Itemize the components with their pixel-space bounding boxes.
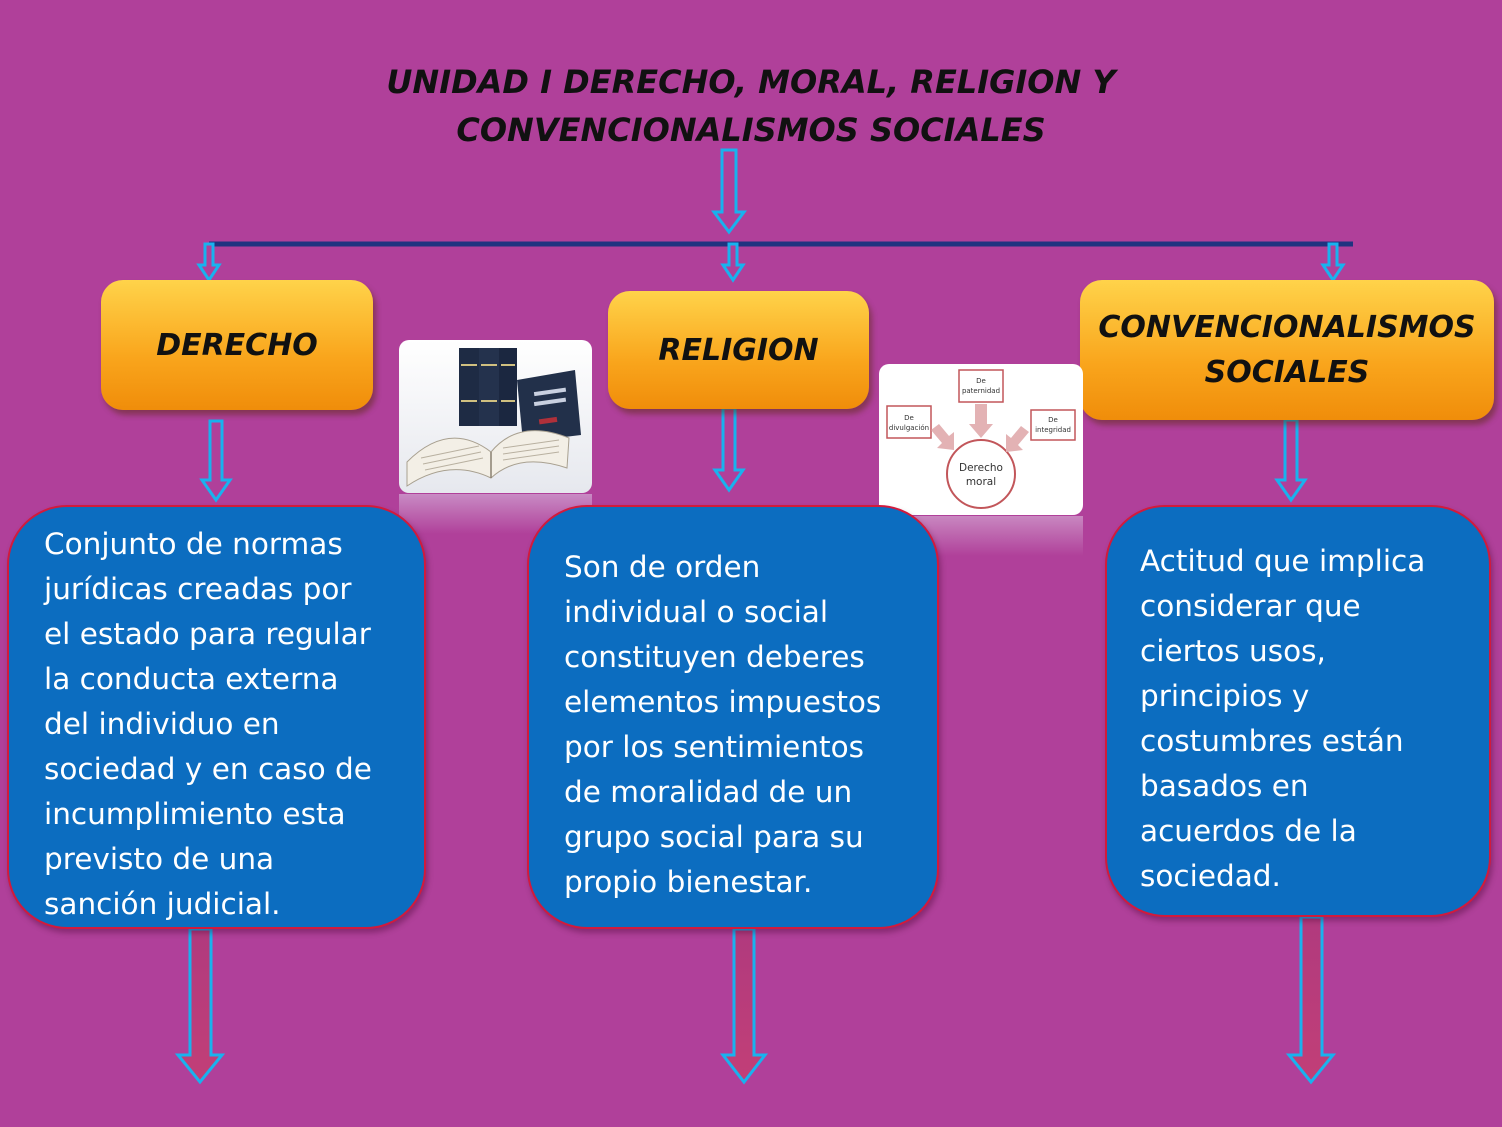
moral-center-line-1: Derecho — [959, 462, 1003, 474]
description-religion-line: de moralidad de un — [564, 775, 853, 809]
header-religion-label: RELIGION — [658, 332, 819, 368]
description-religion-line: propio bienestar. — [564, 865, 813, 899]
moral-top-line-1: De — [976, 377, 986, 385]
header-arrow-convencionalismos — [1274, 418, 1308, 503]
title-line-2: CONVENCIONALISMOS SOCIALES — [456, 111, 1046, 149]
description-religion-line: elementos impuestos — [564, 685, 882, 719]
description-religion-line: grupo social para su — [564, 820, 864, 854]
header-convencionalismos-line-2: SOCIALES — [1204, 355, 1370, 390]
header-arrow-religion — [712, 406, 746, 493]
description-convencionalismos-line: ciertos usos, — [1140, 634, 1326, 668]
bottom-arrow-religion — [719, 927, 769, 1085]
page-title: UNIDAD I DERECHO, MORAL, RELIGION Y CONV… — [300, 58, 1202, 154]
description-convencionalismos-line: considerar que — [1140, 589, 1361, 623]
header-religion: RELIGION — [608, 291, 869, 409]
header-convencionalismos: CONVENCIONALISMOS SOCIALES — [1080, 280, 1494, 420]
connector-arrow-derecho — [196, 242, 222, 283]
bottom-arrow-derecho — [174, 927, 226, 1085]
moral-left-line-1: De — [904, 414, 914, 422]
connector-arrow-religion — [720, 242, 746, 283]
description-derecho-line: del individuo en — [44, 707, 280, 741]
moral-diagram-image: De paternidad De divulgación De integrid… — [879, 364, 1083, 515]
title-down-arrow — [711, 148, 747, 235]
moral-top-line-2: paternidad — [962, 387, 1000, 395]
description-convencionalismos-line: acuerdos de la — [1140, 814, 1357, 848]
title-line-1: UNIDAD I DERECHO, MORAL, RELIGION Y — [386, 63, 1116, 101]
description-derecho-line: sanción judicial. — [44, 887, 281, 921]
description-convencionalismos-line: basados en — [1140, 769, 1309, 803]
bottom-arrow-convencionalismos — [1285, 915, 1337, 1085]
description-derecho-line: previsto de una — [44, 842, 275, 876]
description-convencionalismos: Actitud que implica considerar que ciert… — [1105, 505, 1491, 917]
description-religion-line: constituyen deberes — [564, 640, 865, 674]
moral-right-line-1: De — [1048, 416, 1058, 424]
description-convencionalismos-line: sociedad. — [1140, 859, 1281, 893]
description-convencionalismos-line: Actitud que implica — [1140, 544, 1426, 578]
header-convencionalismos-line-1: CONVENCIONALISMOS — [1098, 310, 1476, 345]
description-religion-line: por los sentimientos — [564, 730, 865, 764]
moral-right-line-2: integridad — [1035, 426, 1071, 434]
moral-left-line-2: divulgación — [889, 424, 929, 432]
description-convencionalismos-line: principios y — [1140, 679, 1310, 713]
connector-arrow-convencionalismos — [1320, 242, 1346, 283]
header-derecho-label: DERECHO — [156, 327, 318, 363]
description-derecho-line: Conjunto de normas — [44, 527, 343, 561]
description-derecho-line: jurídicas creadas por — [44, 572, 352, 606]
description-derecho-line: incumplimiento esta — [44, 797, 346, 831]
moral-center-line-2: moral — [966, 476, 996, 488]
header-derecho: DERECHO — [101, 280, 373, 410]
description-religion-line: individual o social — [564, 595, 829, 629]
description-derecho: Conjunto de normas jurídicas creadas por… — [7, 505, 426, 929]
description-convencionalismos-line: costumbres están — [1140, 724, 1404, 758]
header-arrow-derecho — [199, 419, 233, 503]
description-religion: Son de orden individual o social constit… — [527, 505, 939, 929]
description-derecho-line: la conducta externa — [44, 662, 339, 696]
description-religion-line: Son de orden — [564, 550, 761, 584]
description-derecho-line: el estado para regular — [44, 617, 371, 651]
description-derecho-line: sociedad y en caso de — [44, 752, 372, 786]
law-books-image — [399, 340, 592, 493]
